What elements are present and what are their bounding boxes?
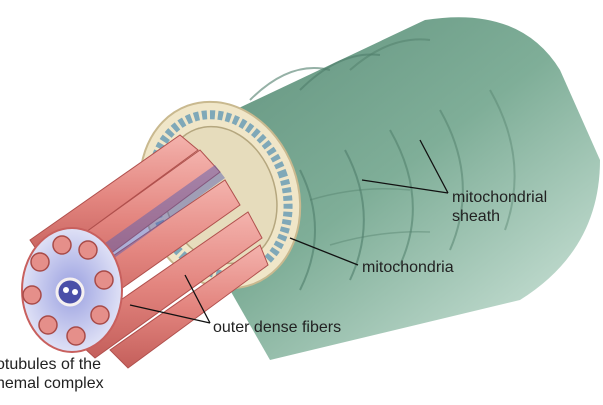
- outer-dense-fibers-label: outer dense fibers: [213, 318, 341, 337]
- microtubules-label: otubules of the hemal complex: [0, 355, 104, 393]
- mitochondrial-sheath-label-line2: sheath: [452, 207, 547, 226]
- microtubules-label-line2: hemal complex: [0, 374, 104, 393]
- mitochondrial-sheath-label-line1: mitochondrial: [452, 188, 547, 207]
- axoneme-cross-section: [22, 228, 122, 352]
- mitochondrial-sheath-label: mitochondrial sheath: [452, 188, 547, 226]
- mitochondria-label: mitochondria: [362, 258, 454, 277]
- microtubules-label-line1: otubules of the: [0, 355, 104, 374]
